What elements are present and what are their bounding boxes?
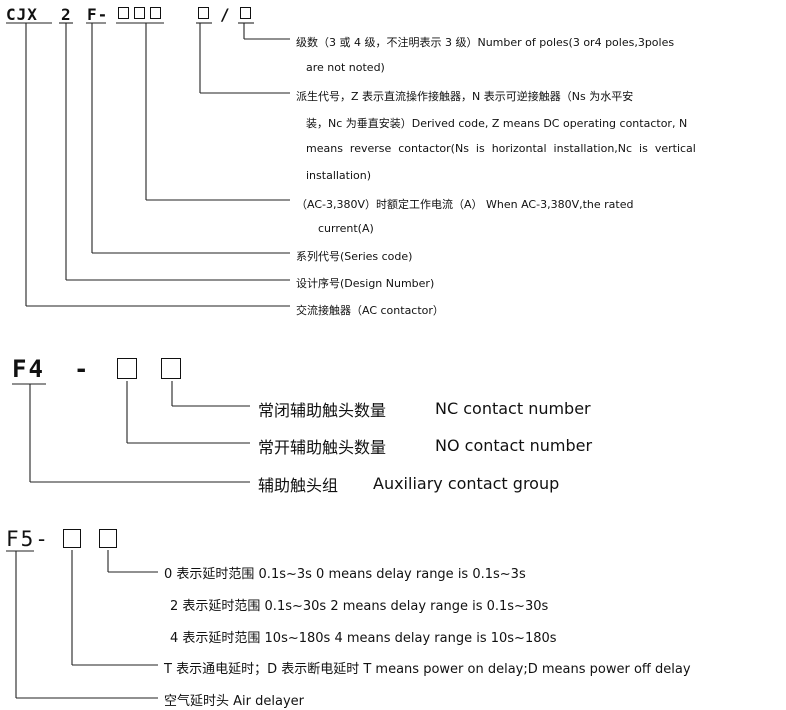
delay-type-desc: T 表示通电延时；D 表示断电延时 T means power on delay… [164, 662, 691, 677]
code-f5: F5- [6, 527, 50, 551]
range-0-desc: 0 表示延时范围 0.1s~3s 0 means delay range is … [164, 567, 526, 582]
range-2-desc: 2 表示延时范围 0.1s~30s 2 means delay range is… [170, 599, 549, 614]
nc-contact-zh: 常闭辅助触头数量 [258, 401, 387, 420]
ac-contactor-desc: 交流接触器（AC contactor） [296, 304, 444, 317]
poles-desc-line1: 级数（3 或 4 级，不注明表示 3 级）Number of poles(3 o… [296, 36, 675, 49]
placeholder-box [150, 7, 161, 19]
code-series-letters: CJX [6, 5, 38, 24]
poles-desc-line2: are not noted) [306, 61, 385, 74]
range-4-desc: 4 表示延时范围 10s~180s 4 means delay range is… [170, 631, 557, 646]
placeholder-box [240, 7, 251, 19]
placeholder-box [134, 7, 145, 19]
aux-group-zh: 辅助触头组 [258, 476, 339, 495]
series-code-desc: 系列代号(Series code) [296, 250, 413, 263]
air-delayer-desc: 空气延时头 Air delayer [164, 694, 304, 709]
placeholder-box [118, 7, 129, 19]
code-design-number: 2 [61, 5, 72, 24]
placeholder-box [99, 529, 117, 548]
code-slash: / [220, 5, 231, 24]
aux-group-en: Auxiliary contact group [373, 474, 560, 493]
no-contact-en: NO contact number [435, 436, 593, 455]
code-f4: F4 [12, 355, 45, 383]
placeholder-box [117, 358, 137, 379]
code-series-suffix: F- [87, 5, 109, 24]
current-desc-line1: （AC-3,380V）时额定工作电流（A） When AC-3,380V,the… [296, 198, 634, 211]
derived-desc-line2: 装，Nc 为垂直安装）Derived code, Z means DC oper… [306, 117, 688, 130]
no-contact-zh: 常开辅助触头数量 [258, 438, 387, 457]
placeholder-box [161, 358, 181, 379]
current-desc-line2: current(A) [318, 222, 374, 235]
design-number-desc: 设计序号(Design Number) [296, 277, 435, 290]
nc-contact-en: NC contact number [435, 399, 591, 418]
derived-desc-line1: 派生代号，Z 表示直流操作接触器，N 表示可逆接触器（Ns 为水平安 [296, 90, 634, 103]
placeholder-box [198, 7, 209, 19]
placeholder-box [63, 529, 81, 548]
derived-desc-line4: installation) [306, 169, 372, 182]
code-dash: - [74, 355, 91, 383]
